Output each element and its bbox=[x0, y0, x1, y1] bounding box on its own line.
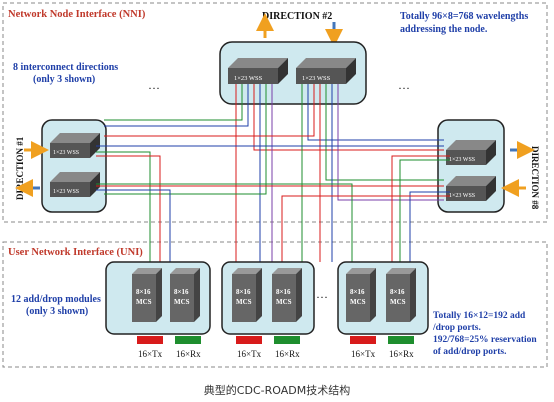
svg-text:MCS: MCS bbox=[174, 298, 190, 306]
svg-text:1×23 WSS: 1×23 WSS bbox=[234, 75, 263, 82]
svg-text:MCS: MCS bbox=[236, 298, 252, 306]
wss-top-left: 1×23 WSS bbox=[228, 58, 288, 84]
nni-directions-note-2: (only 3 shown) bbox=[33, 74, 95, 85]
svg-text:MCS: MCS bbox=[136, 298, 152, 306]
ellipsis-uni: ··· bbox=[316, 290, 328, 304]
uni-frame bbox=[2, 241, 548, 368]
uni-totals-4: of add/drop ports. bbox=[433, 347, 506, 357]
svg-text:1×23 WSS: 1×23 WSS bbox=[449, 157, 475, 163]
rx-label: 16×Rx bbox=[275, 349, 300, 359]
nni-title: Network Node Interface (NNI) bbox=[8, 9, 146, 20]
svg-text:1×23 WSS: 1×23 WSS bbox=[449, 193, 475, 199]
uni-modules-note-2: (only 3 shown) bbox=[26, 306, 88, 317]
fiber-mesh bbox=[96, 84, 450, 262]
figure-caption: 典型的CDC-ROADM技术结构 bbox=[203, 384, 351, 397]
direction-8-label: DIRECTION #8 bbox=[530, 146, 540, 210]
direction-2-node bbox=[219, 41, 367, 105]
direction-2-label: DIRECTION #2 bbox=[262, 11, 332, 22]
direction-1-label: DIRECTION #1 bbox=[15, 136, 25, 200]
svg-text:MCS: MCS bbox=[390, 298, 406, 306]
uni-totals-3: 192/768=25% reservation bbox=[433, 335, 537, 345]
ellipsis-top-right: ··· bbox=[398, 81, 410, 95]
wss-left-top: 1×23 WSS bbox=[50, 133, 100, 158]
rx-port-bank bbox=[274, 336, 300, 344]
wss-left-bottom: 1×23 WSS bbox=[50, 172, 100, 197]
svg-text:MCS: MCS bbox=[276, 298, 292, 306]
uni-title: User Network Interface (UNI) bbox=[8, 247, 143, 258]
svg-text:MCS: MCS bbox=[350, 298, 366, 306]
svg-text:1×23 WSS: 1×23 WSS bbox=[302, 75, 331, 82]
svg-text:8×16: 8×16 bbox=[350, 288, 365, 296]
tx-label: 16×Tx bbox=[237, 349, 262, 359]
svg-text:1×23 WSS: 1×23 WSS bbox=[53, 150, 79, 156]
rx-port-bank bbox=[175, 336, 201, 344]
wss-right-bottom: 1×23 WSS bbox=[446, 176, 496, 201]
svg-text:8×16: 8×16 bbox=[276, 288, 291, 296]
nni-frame bbox=[2, 2, 548, 223]
svg-text:8×16: 8×16 bbox=[174, 288, 189, 296]
nni-directions-note: 8 interconnect directions bbox=[13, 62, 118, 73]
wss-top-right: 1×23 WSS bbox=[296, 58, 356, 84]
tx-label: 16×Tx bbox=[138, 349, 163, 359]
svg-text:8×16: 8×16 bbox=[236, 288, 251, 296]
wss-right-top: 1×23 WSS bbox=[446, 140, 496, 165]
svg-text:8×16: 8×16 bbox=[136, 288, 151, 296]
rx-port-bank bbox=[388, 336, 414, 344]
nni-totals: Totally 96×8=768 wavelengths bbox=[400, 11, 528, 22]
ellipsis-top-left: ··· bbox=[148, 81, 160, 95]
tx-port-bank bbox=[137, 336, 163, 344]
tx-label: 16×Tx bbox=[351, 349, 376, 359]
svg-text:1×23 WSS: 1×23 WSS bbox=[53, 189, 79, 195]
uni-modules-note: 12 add/drop modules bbox=[11, 294, 101, 305]
svg-text:8×16: 8×16 bbox=[390, 288, 405, 296]
tx-port-bank bbox=[350, 336, 376, 344]
rx-label: 16×Rx bbox=[389, 349, 414, 359]
nni-totals-2: addressing the node. bbox=[400, 24, 488, 35]
tx-port-bank bbox=[236, 336, 262, 344]
rx-label: 16×Rx bbox=[176, 349, 201, 359]
uni-totals-1: Totally 16×12=192 add bbox=[433, 311, 526, 321]
uni-totals-2: /drop ports. bbox=[432, 323, 481, 333]
